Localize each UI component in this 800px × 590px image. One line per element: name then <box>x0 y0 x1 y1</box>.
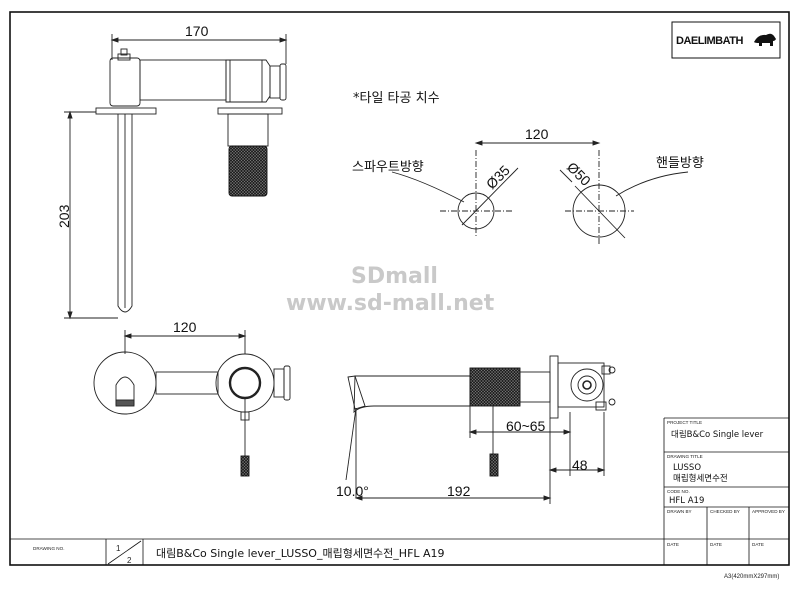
dim-depth-range: 60~65 <box>506 418 546 434</box>
dim-plan-spacing: 120 <box>173 319 197 335</box>
dim-top-width: 170 <box>185 23 209 39</box>
front-elevation <box>64 34 288 320</box>
plan-view <box>93 330 291 477</box>
approved-by-label: APPROVED BY <box>752 509 785 514</box>
code-no: HFL A19 <box>669 496 704 506</box>
spout-direction-label: 스파우트방향 <box>352 160 424 175</box>
drawing-no-label: DRAWING NO. <box>33 546 64 551</box>
dim-hole-spacing: 120 <box>525 126 549 142</box>
dim-spout-length: 192 <box>447 483 471 499</box>
brand-logo: DAELIMBATH <box>671 21 781 59</box>
date-label-3: DATE <box>752 542 764 547</box>
date-label-2: DATE <box>710 542 722 547</box>
paper-size: A3(420mmX297mm) <box>724 574 779 580</box>
dim-flange: 48 <box>572 457 588 473</box>
title-block <box>10 417 789 565</box>
checked-by-label: CHECKED BY <box>710 509 740 514</box>
drawing-title-line1: LUSSO <box>673 463 701 473</box>
tile-hole-note: *타일 타공 치수 <box>353 91 440 106</box>
dim-angle: 10.0° <box>336 483 369 499</box>
code-no-label: CODE NO. <box>667 489 690 494</box>
drawn-by-label: DRAWN BY <box>667 509 692 514</box>
watermark-line1: SDmall <box>351 264 438 289</box>
watermark-line2: www.sd-mall.net <box>286 291 495 316</box>
dim-spout-hole: Ø35 <box>483 162 513 192</box>
sheet-total: 2 <box>127 556 132 565</box>
bear-icon <box>754 33 776 46</box>
sheet-border <box>9 11 790 566</box>
dim-handle-hole: Ø50 <box>564 159 594 189</box>
project-title-label: PROJECT TITLE <box>667 420 702 425</box>
tile-hole-diagram <box>391 140 689 245</box>
handle-direction-label: 핸들방향 <box>656 155 704 171</box>
side-view <box>345 355 616 504</box>
logo-text: DAELIMBATH <box>676 35 743 47</box>
dim-height: 203 <box>56 204 72 228</box>
project-title: 대림B&Co Single lever <box>671 429 764 440</box>
drawing-description: 대림B&Co Single lever_LUSSO_매립형세면수전_HFL A1… <box>156 547 445 560</box>
sheet-number: 1 <box>116 544 121 553</box>
drawing-title-line2: 매립형세면수전 <box>673 473 728 484</box>
drawing-title-label: DRAWING TITLE <box>667 454 703 459</box>
date-label-1: DATE <box>667 542 679 547</box>
